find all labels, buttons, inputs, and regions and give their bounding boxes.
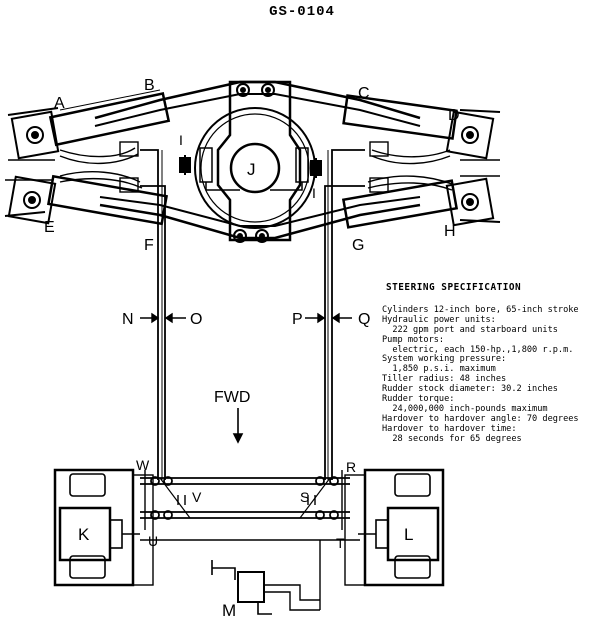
label-I-right: I — [312, 185, 316, 201]
label-E: E — [44, 219, 55, 236]
ram-I-left — [179, 155, 191, 175]
label-S: S — [300, 489, 309, 505]
spec-line: Rudder stock diameter: 30.2 inches — [382, 384, 558, 395]
spec-line: 1,850 p.s.i. maximum — [382, 364, 496, 375]
label-C: C — [358, 85, 370, 102]
label-T: T — [336, 535, 345, 551]
spec-line: Rudder torque: — [382, 394, 455, 405]
cylinder-A-B — [7, 89, 171, 161]
spec-line: Hardover to hardover angle: 70 degrees — [382, 413, 579, 424]
letter-labels: A B C D E F G H I I J K L M N O P Q R S … — [44, 77, 460, 620]
label-G: G — [352, 237, 364, 254]
spec-title: STEERING SPECIFICATION — [386, 282, 522, 293]
spec-line: Hardover to hardover time: — [382, 423, 517, 434]
main-hydraulic-pipes — [140, 149, 365, 480]
tiller-assembly — [94, 80, 421, 243]
label-N: N — [122, 311, 134, 328]
crossover-manifold — [140, 470, 360, 541]
label-fwd: FWD — [214, 389, 250, 406]
label-A: A — [54, 95, 65, 112]
cylinder-hoses — [59, 141, 453, 193]
label-M: M — [222, 601, 236, 620]
power-unit-L — [344, 468, 445, 587]
label-F: F — [144, 237, 154, 254]
spec-line: Hydraulic power units: — [382, 314, 496, 325]
spec-line: Pump motors: — [382, 334, 445, 345]
label-L: L — [404, 525, 413, 544]
cylinder-G-H — [341, 175, 501, 229]
label-J: J — [247, 160, 256, 179]
spec-line: Cylinders 12-inch bore, 65-inch stroke — [382, 304, 579, 315]
label-R: R — [346, 459, 356, 475]
cylinder-E-F — [4, 174, 168, 226]
label-H: H — [444, 223, 456, 240]
rudder-stock — [229, 142, 281, 194]
spec-line: 28 seconds for 65 degrees — [382, 433, 522, 444]
spec-lines: Cylinders 12-inch bore, 65-inch stroke H… — [382, 304, 602, 445]
label-Q: Q — [358, 311, 370, 328]
hand-pump-M — [211, 540, 321, 615]
forward-arrow — [232, 408, 244, 444]
spec-line: Tiller radius: 48 inches — [382, 374, 507, 385]
label-P: P — [292, 311, 303, 328]
label-D: D — [448, 107, 460, 124]
spec-line: electric, each 150-hp.,1,800 r.p.m. — [382, 344, 574, 355]
ram-I-right — [310, 158, 322, 178]
label-B: B — [144, 77, 155, 94]
power-unit-K — [53, 468, 154, 587]
label-K: K — [78, 525, 90, 544]
steering-specification: STEERING SPECIFICATION Cylinders 12-inch… — [382, 283, 602, 445]
label-W: W — [136, 457, 150, 473]
label-V: V — [192, 489, 202, 505]
label-I-left: I — [179, 132, 183, 148]
document-id: GS-0104 — [269, 4, 335, 20]
pipe-callout-arrows — [140, 312, 352, 324]
spec-line: 222 gpm port and starboard units — [382, 324, 558, 335]
label-U: U — [148, 533, 158, 549]
spec-line: System working pressure: — [382, 354, 507, 365]
label-O: O — [190, 311, 202, 328]
spec-line: 24,000,000 inch-pounds maximum — [382, 403, 548, 414]
cylinder-C-D — [342, 94, 501, 161]
